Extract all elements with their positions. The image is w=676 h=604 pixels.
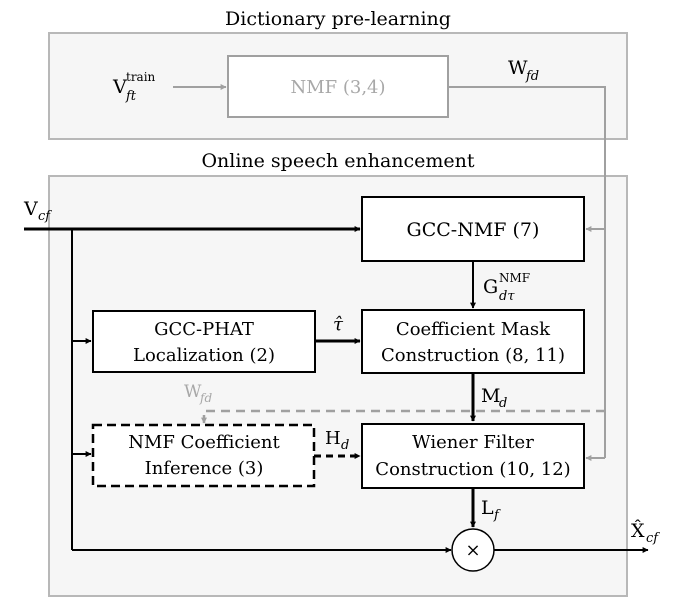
- svg-text:W: W: [508, 57, 528, 79]
- svg-text:ft: ft: [125, 89, 137, 104]
- svg-text:dτ: dτ: [499, 289, 515, 304]
- svg-text:NMF: NMF: [499, 271, 530, 285]
- svg-text:W: W: [184, 382, 202, 402]
- h-d-label: H d: [325, 428, 349, 453]
- gcc-nmf-label: GCC-NMF (7): [407, 219, 540, 241]
- l-f-label: L f: [481, 497, 501, 523]
- coef-mask-label-2: Construction (8, 11): [381, 345, 565, 366]
- wiener-label-1: Wiener Filter: [412, 432, 534, 453]
- x-cf-label: X̂ cf: [631, 520, 660, 546]
- prelearning-title: Dictionary pre-learning: [225, 8, 451, 30]
- svg-text:cf: cf: [646, 531, 660, 546]
- svg-text:fd: fd: [525, 69, 539, 84]
- svg-text:fd: fd: [199, 391, 212, 405]
- svg-text:V: V: [112, 76, 127, 98]
- coef-mask-block: [361, 309, 585, 374]
- tau-hat-label: τ̂: [333, 314, 344, 335]
- nmf-train-label: NMF (3,4): [290, 77, 385, 98]
- coef-mask-label-1: Coefficient Mask: [396, 319, 551, 340]
- wiener-label-2: Construction (10, 12): [375, 459, 570, 480]
- svg-text:d: d: [499, 396, 507, 411]
- svg-text:X̂: X̂: [631, 520, 645, 542]
- svg-text:V: V: [23, 198, 38, 220]
- dashed-dict-to-inference: [201, 409, 605, 424]
- svg-text:f: f: [493, 508, 501, 523]
- nmf-inference-label-1: NMF Coefficient: [128, 432, 280, 453]
- svg-text:train: train: [126, 70, 156, 84]
- multiply-symbol: ×: [465, 540, 480, 561]
- nmf-train-block: [227, 55, 449, 118]
- g-nmf-label: G dτ NMF: [483, 271, 530, 304]
- svg-text:G: G: [483, 276, 498, 298]
- svg-text:M: M: [481, 385, 500, 407]
- online-title: Online speech enhancement: [201, 150, 474, 172]
- gcc-phat-label-1: GCC-PHAT: [154, 319, 254, 340]
- w-fd-label: W fd: [508, 57, 539, 84]
- dictionary-line: [448, 86, 606, 458]
- svg-text:d: d: [341, 438, 349, 453]
- wiener-block: [361, 423, 585, 489]
- nmf-inference-block: [91, 423, 316, 488]
- gcc-phat-block: [92, 310, 316, 373]
- svg-text:H: H: [325, 428, 341, 449]
- svg-text:cf: cf: [38, 209, 52, 224]
- v-cf-label: V cf: [23, 198, 52, 224]
- svg-text:L: L: [481, 497, 494, 519]
- w-fd-gray-label: W fd: [184, 382, 212, 405]
- gcc-nmf-block: [361, 196, 585, 262]
- v-train-label: V ft train: [112, 70, 156, 104]
- gcc-phat-label-2: Localization (2): [133, 345, 275, 366]
- nmf-inference-label-2: Inference (3): [145, 458, 264, 479]
- m-d-label: M d: [481, 385, 507, 411]
